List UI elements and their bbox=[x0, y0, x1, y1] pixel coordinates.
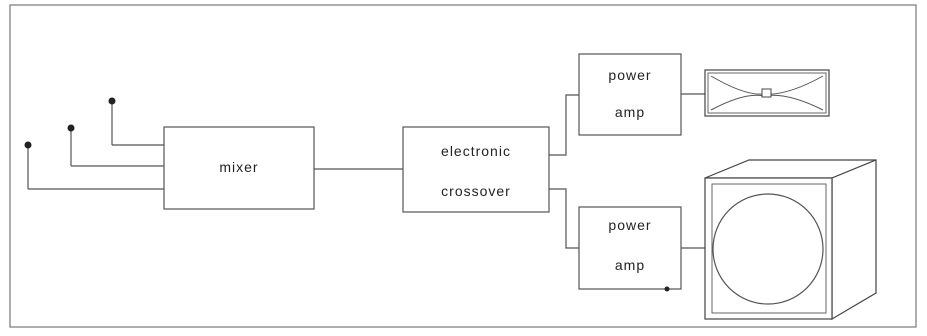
top-amp-label-line1: power bbox=[608, 67, 651, 83]
crossover-label-line2: crossover bbox=[441, 183, 511, 199]
top-amp-label-line2: amp bbox=[615, 104, 645, 120]
crossover-box bbox=[403, 127, 549, 212]
bottom-amp-label-line2: amp bbox=[615, 257, 645, 273]
bottom-amp-label-line1: power bbox=[608, 217, 651, 233]
crossover-label-line1: electronic bbox=[441, 143, 511, 159]
microphone-1 bbox=[25, 142, 32, 190]
crossover-to-bottom-amp-line bbox=[549, 189, 579, 248]
horn-tweeter-icon bbox=[705, 70, 829, 116]
microphone-3 bbox=[109, 98, 116, 146]
bottom-amp-output-dot bbox=[665, 287, 670, 292]
mixer-label: mixer bbox=[219, 159, 258, 175]
crossover-to-top-amp-line bbox=[549, 95, 579, 155]
woofer-cabinet-icon bbox=[705, 160, 876, 319]
microphone-2 bbox=[68, 125, 75, 167]
